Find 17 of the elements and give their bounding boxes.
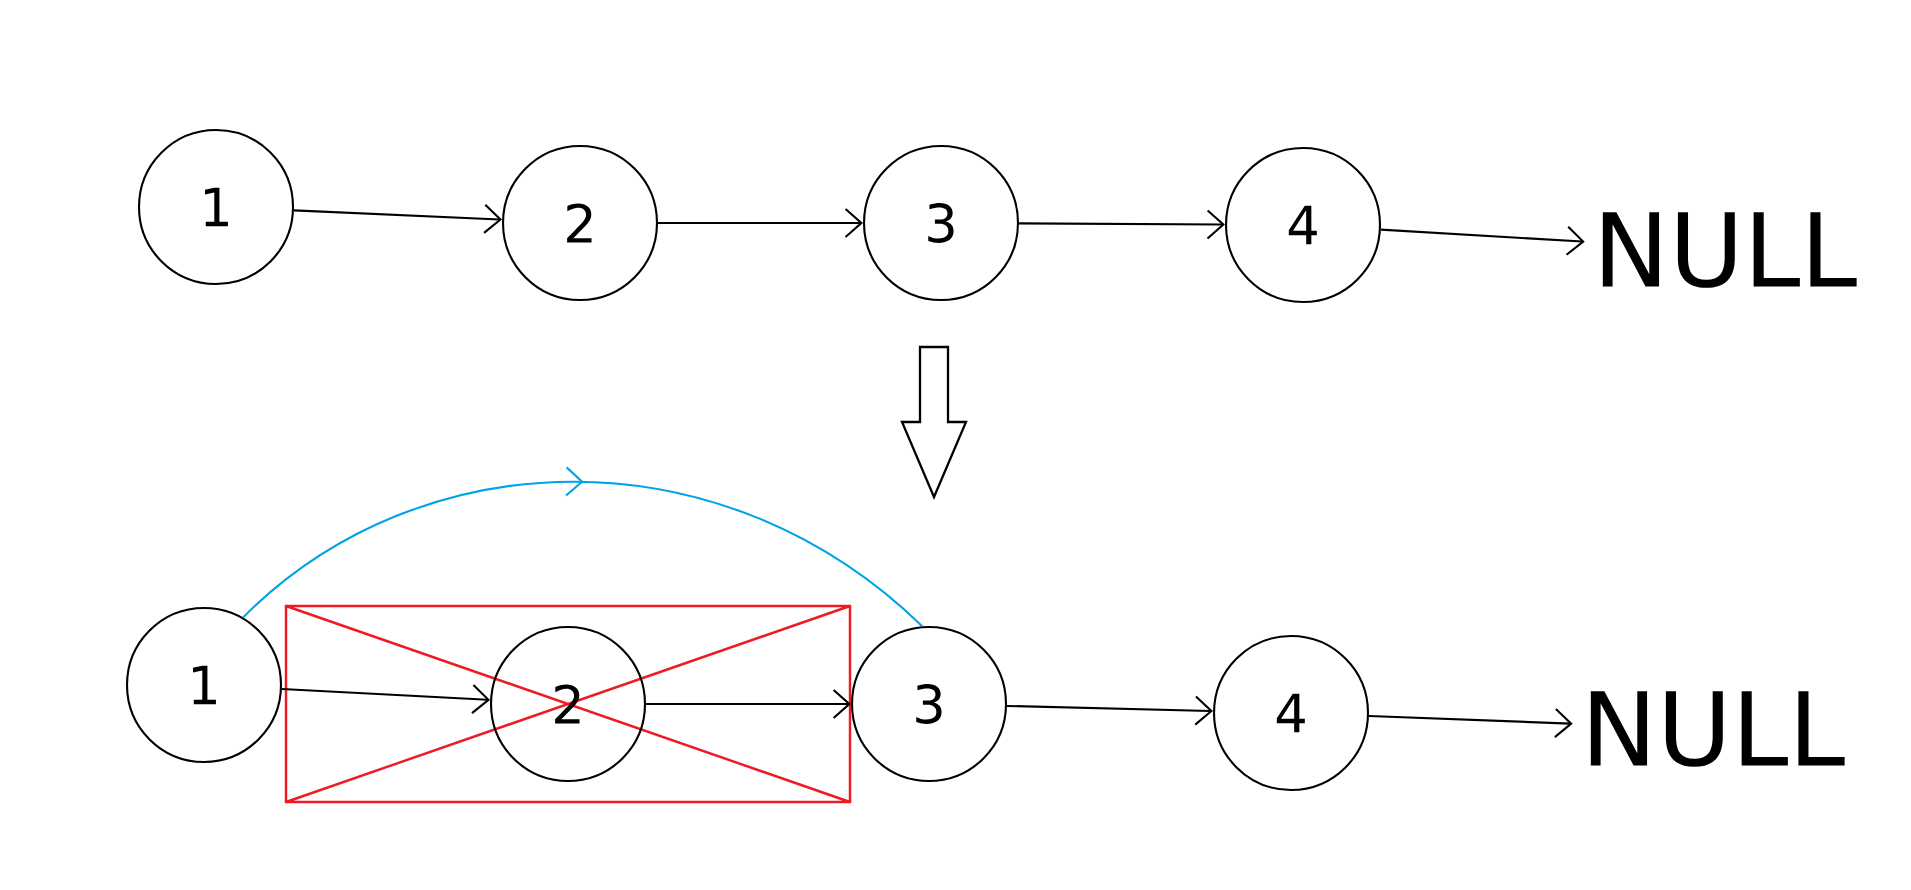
list-node: 3 (862, 144, 1020, 302)
list-node: 4 (1224, 146, 1382, 304)
arrow (293, 204, 503, 234)
list-node: 2 (501, 144, 659, 302)
arrow (1019, 209, 1225, 240)
arrow (1380, 225, 1585, 256)
arrow (281, 684, 491, 714)
arrow (658, 208, 863, 238)
list-node: 1 (137, 128, 295, 286)
arrow (1368, 708, 1573, 738)
list-node: 4 (1212, 634, 1370, 792)
null-label: NULL (1602, 212, 1857, 288)
list-node: 3 (850, 625, 1008, 783)
list-node: 1 (125, 606, 283, 764)
arrow (646, 689, 851, 719)
arrow (1007, 695, 1213, 726)
null-label: NULL (1590, 691, 1845, 767)
